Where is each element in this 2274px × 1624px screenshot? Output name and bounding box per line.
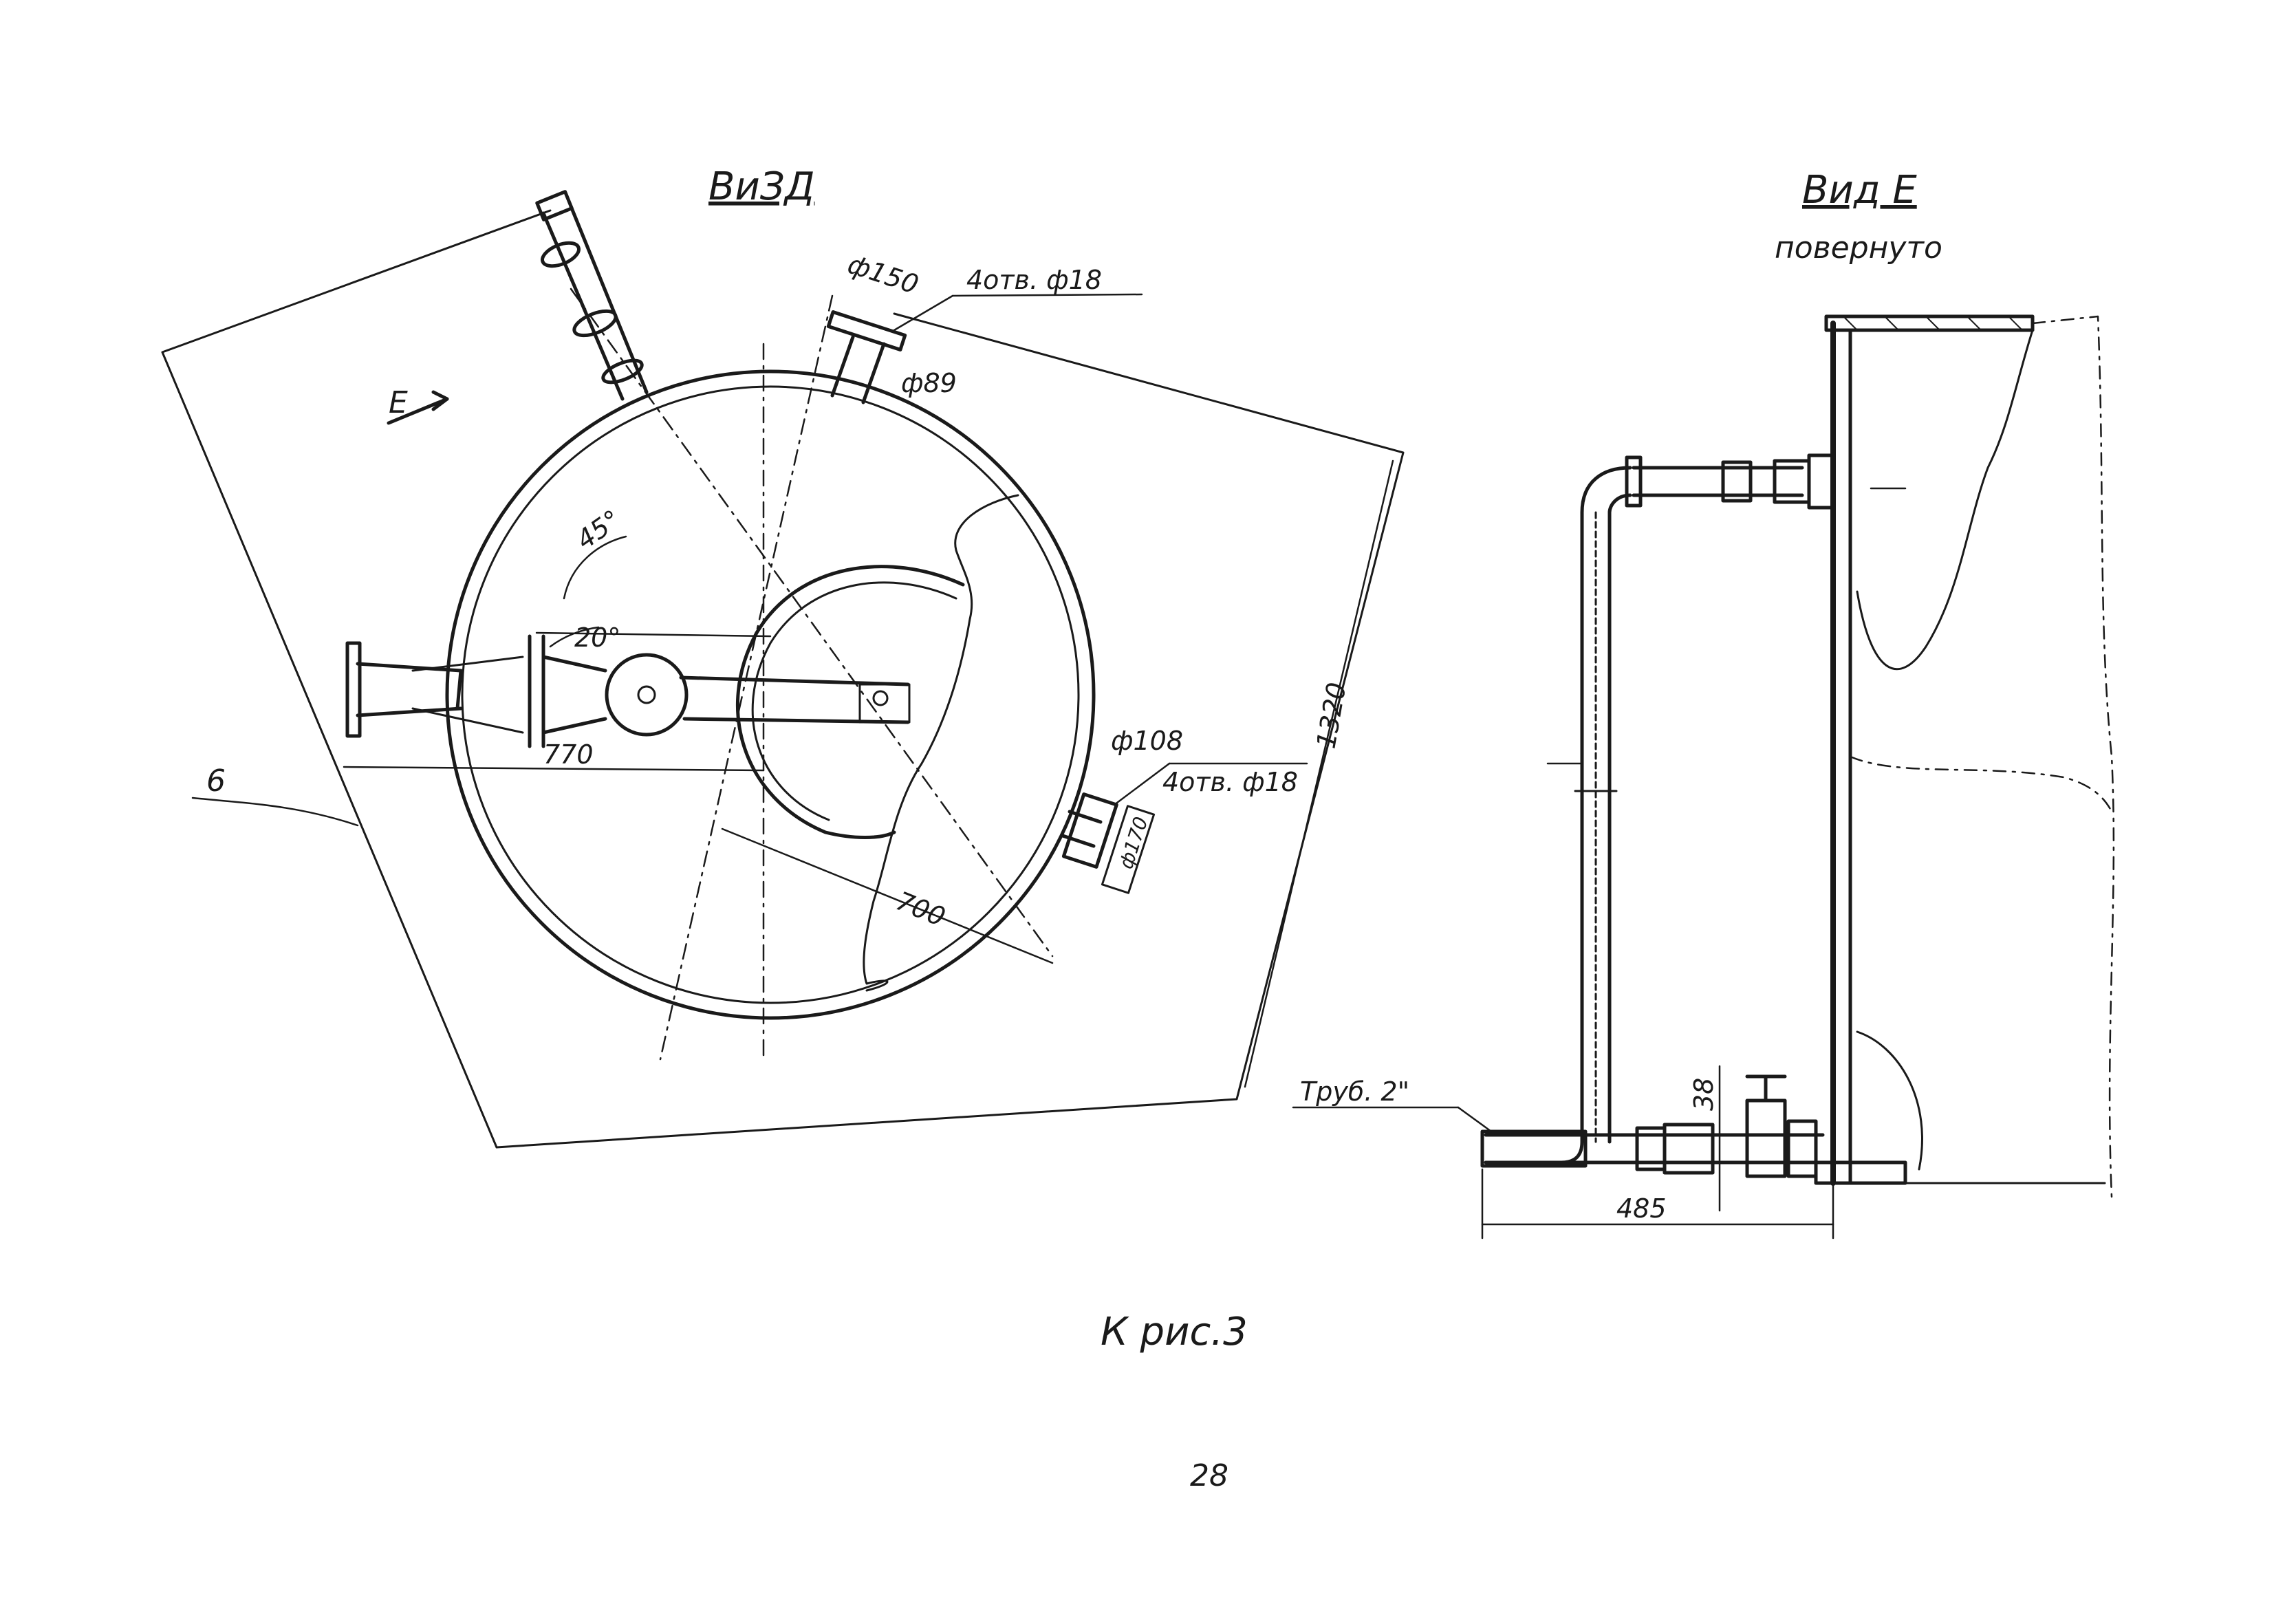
vessel-outline-right — [2031, 315, 2115, 1198]
tl-nozzle-cap — [535, 190, 574, 221]
dim-770-line — [343, 766, 765, 772]
internal-ring-arc — [735, 565, 965, 839]
phi150-label: ф150 — [844, 249, 922, 300]
left-nozzle-cone-top — [411, 656, 524, 672]
broken-out-section — [863, 494, 1019, 992]
top-plate-hatch-5 — [2008, 316, 2023, 331]
phi108-label: ф108 — [1111, 726, 1183, 756]
top-plate-hatch-3 — [1925, 316, 1940, 331]
left-nozzle-end — [455, 669, 463, 711]
tl-nozzle-valve-a — [541, 241, 581, 268]
central-hub-inner — [637, 685, 656, 704]
section-mark: 6 — [206, 764, 226, 799]
base-plate — [1814, 1160, 1907, 1185]
vessel-inner-shell — [461, 385, 1080, 1004]
angle-45-label: 45° — [571, 504, 626, 556]
bottom-elbow-outer — [1559, 1140, 1584, 1165]
holes-right-label: 4отв. ф18 — [1162, 767, 1298, 797]
leader-phi108 — [1113, 762, 1171, 806]
interior-lower-arc — [1856, 1030, 1923, 1171]
page-number: 28 — [1190, 1458, 1228, 1493]
leader-holes-top — [893, 294, 954, 332]
internal-ring-arc-inner — [751, 581, 957, 821]
valve-body — [1745, 1098, 1787, 1178]
left-nozzle-bottom — [356, 706, 463, 717]
inner-pipe-top — [541, 655, 607, 673]
right-nozzle-pipe-b — [1061, 834, 1096, 848]
left-nozzle-flange — [345, 641, 362, 738]
frame-left-edge — [161, 351, 498, 1149]
tr-nozzle-edge-b — [861, 342, 886, 404]
view-d-dimension-frame — [161, 209, 1405, 1149]
tl-nozzle-flange-c — [601, 358, 644, 385]
dim-1320-line — [1244, 459, 1394, 1088]
vessel-outer-shell — [445, 369, 1096, 1020]
inclined-axis-line — [570, 288, 1054, 957]
vessel-top-plate — [1824, 314, 2035, 332]
arm-end-block — [858, 683, 911, 724]
phi170-label: ф170 — [1114, 814, 1152, 871]
upper-pipe-socket — [1625, 455, 1643, 508]
pipe-thread-end — [1480, 1129, 1588, 1168]
right-nozzle-flange — [1061, 792, 1118, 869]
pipe-label: Труб. 2" — [1300, 1076, 1409, 1107]
view-d: ВиЗД E 6 45° 20° 770 700 1320 ф150 ф89 4… — [161, 164, 1405, 1149]
arm-end-pin — [872, 690, 889, 706]
elbow-outer — [1580, 466, 1632, 515]
bottom-nut — [1635, 1126, 1667, 1171]
section-mark-leader — [191, 797, 359, 827]
phi89-label: ф89 — [901, 368, 957, 398]
inner-pipe-bottom — [541, 717, 607, 735]
top-plate-hatch-2 — [1884, 316, 1899, 331]
view-e-title: Вид Е — [1802, 168, 1917, 213]
leader-holes-top-shelf — [951, 293, 1143, 297]
bottom-coupling — [1663, 1123, 1715, 1175]
dim-1320-label: 1320 — [1311, 680, 1352, 751]
right-nozzle-pipe-a — [1068, 810, 1103, 824]
dim-700-label: 700 — [892, 886, 950, 933]
upper-pipe-flange — [1807, 453, 1835, 510]
angle-20-label: 20° — [574, 622, 620, 653]
view-e-arrow-head — [431, 390, 449, 411]
bottom-flange — [1786, 1119, 1818, 1178]
left-nozzle-top — [356, 662, 463, 673]
angle-20-ray — [535, 631, 772, 638]
pipe-label-leader — [1457, 1106, 1497, 1136]
top-plate-hatch-4 — [1967, 316, 1982, 331]
view-e-arrow — [387, 397, 449, 425]
holes-top-label: 4отв. ф18 — [966, 265, 1102, 295]
dim-770-label: 770 — [543, 739, 594, 770]
tr-nozzle-edge-a — [830, 335, 855, 398]
arm-top-edge — [679, 675, 910, 686]
upper-pipe-nut — [1721, 460, 1753, 503]
left-nozzle-cone-bottom — [411, 707, 524, 734]
view-d-title: ВиЗД — [708, 164, 814, 209]
view-e-subtitle: повернуто — [1775, 230, 1942, 266]
view-e: Вид Е повернуто Труб. 2" 38 485 — [1292, 168, 2115, 1239]
angle-45-arc — [563, 535, 627, 600]
nozzle-axis-line — [659, 294, 834, 1061]
top-plate-hatch-1 — [1843, 316, 1858, 331]
interior-break-top — [1856, 329, 2034, 671]
dim-485-label: 485 — [1616, 1193, 1667, 1224]
vessel-break-line — [1849, 755, 2113, 813]
figure-caption: К рис.3 — [1101, 1310, 1248, 1354]
elbow-inner — [1607, 493, 1632, 515]
tl-nozzle-flange-b — [572, 309, 618, 338]
dim-700-line — [721, 827, 1054, 964]
dim-38-label: 38 — [1689, 1078, 1719, 1111]
right-nozzle-dim-box — [1101, 805, 1156, 894]
central-hub — [605, 653, 689, 737]
tr-nozzle-flange — [826, 310, 907, 351]
view-e-arrow-label: E — [389, 385, 408, 420]
